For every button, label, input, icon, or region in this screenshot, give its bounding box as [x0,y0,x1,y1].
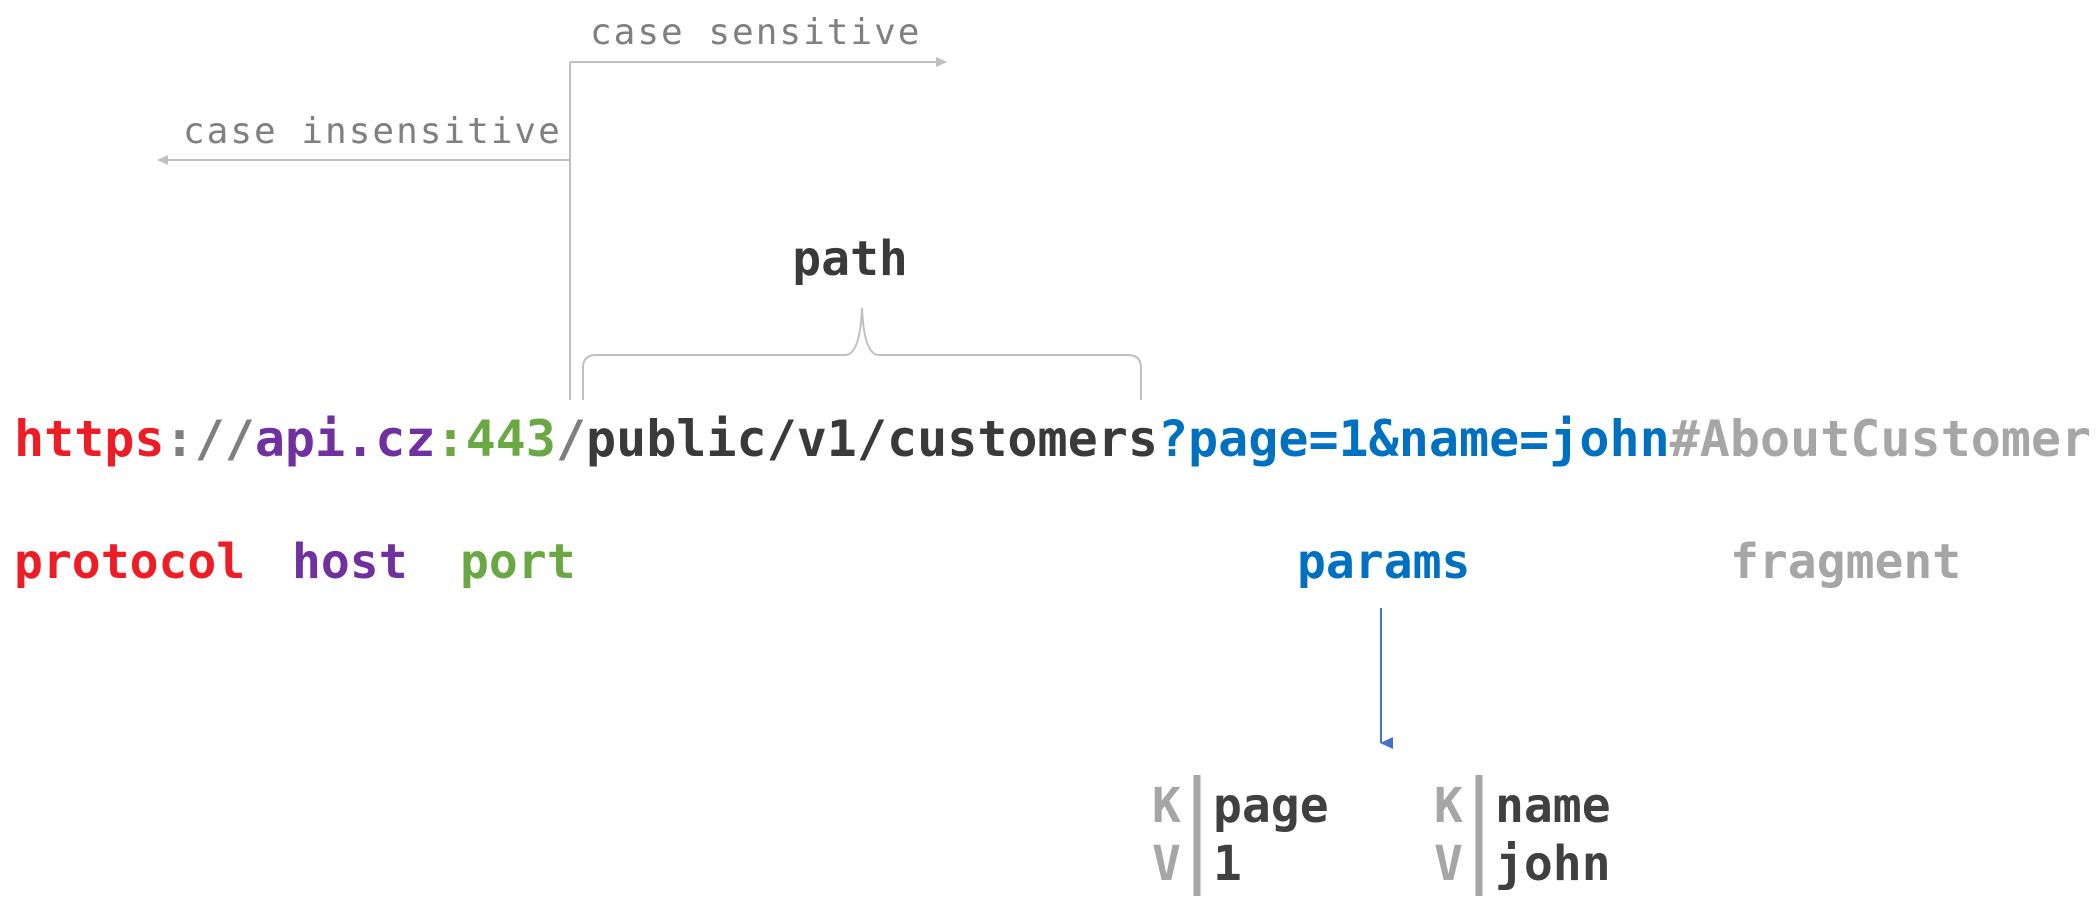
param-1-key: page [1213,778,1329,834]
url-protocol: https [14,410,165,468]
fragment-label: fragment [1730,534,1961,590]
url-scheme-separator: :// [165,410,255,468]
param-pair-1: K V page 1 [1152,775,1329,896]
case-sensitive-label: case sensitive [590,12,921,53]
url-port-colon: : [435,410,465,468]
param-2-key: name [1495,778,1611,834]
param-1-key-marker: K [1152,778,1181,834]
param-2-value: john [1495,836,1611,892]
url-path: public/v1/customers [586,410,1158,468]
param-pair-2: K V name john [1434,775,1611,896]
case-annotation-lines [157,57,947,400]
url-query: page=1&name=john [1188,410,1670,468]
url-fragment: #AboutCustomer [1670,410,2091,468]
param-2-key-marker: K [1434,778,1463,834]
url-query-start: ? [1158,410,1188,468]
url-host: api.cz [255,410,436,468]
case-insensitive-label: case insensitive [183,111,562,152]
url-line: https://api.cz:443/public/v1/customers?p… [14,410,2091,468]
param-2-value-marker: V [1434,836,1463,892]
param-1-value: 1 [1213,836,1242,892]
protocol-label: protocol [14,534,245,590]
url-port: 443 [466,410,556,468]
path-label: path [792,231,908,287]
param-1-value-marker: V [1152,836,1181,892]
url-path-slash: / [556,410,586,468]
path-brace [582,307,1142,400]
port-label: port [460,534,576,590]
host-label: host [292,534,408,590]
params-label: params [1297,534,1470,590]
